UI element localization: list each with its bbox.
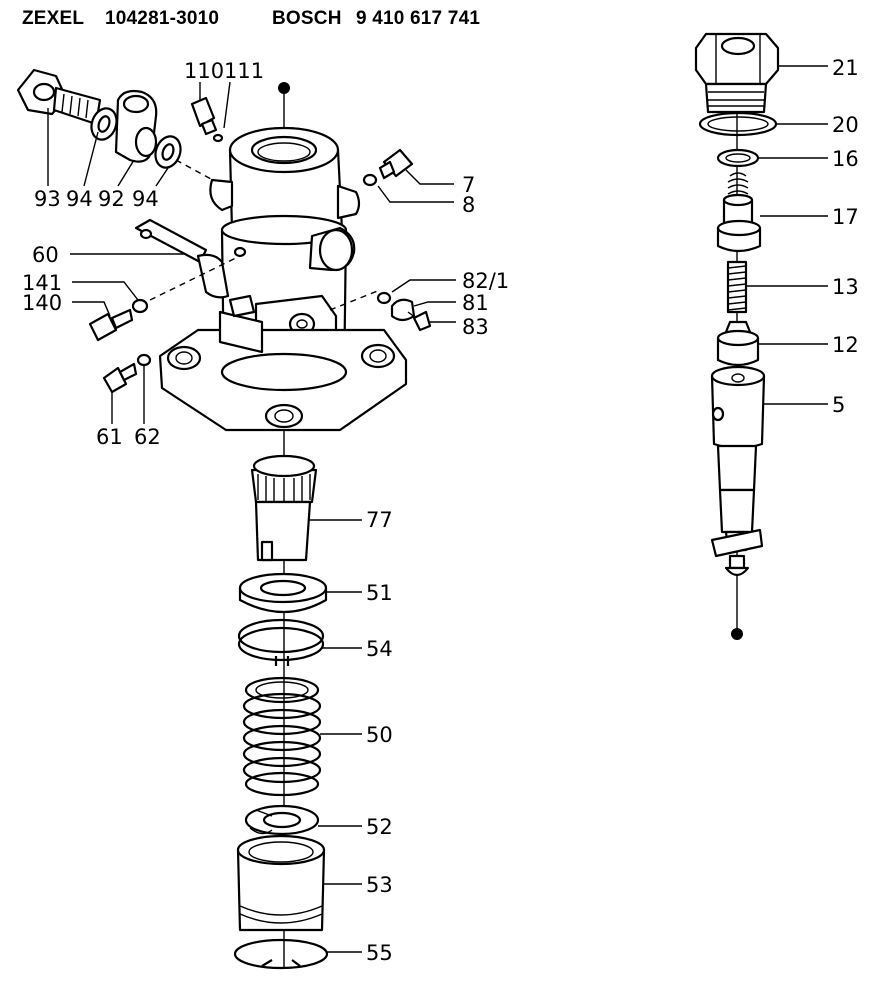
label-20: 20 [832,113,859,137]
label-94a: 94 [66,187,93,211]
ring-16 [716,148,760,168]
spring-seat-52 [244,804,320,836]
header-brand-zexel: ZEXEL [22,8,85,29]
valve-seat-12 [716,320,760,367]
label-82-1: 82/1 [462,269,509,293]
header-part-bosch: 9 410 617 741 [356,8,481,29]
plate-81 [390,298,416,322]
header-brand-bosch: BOSCH [272,8,342,29]
label-7: 7 [462,173,475,197]
label-60: 60 [32,243,59,267]
reference-dot-bottom [731,628,743,640]
label-140: 140 [22,291,62,315]
label-5: 5 [832,393,845,417]
label-21: 21 [832,56,859,80]
label-53: 53 [366,873,393,897]
label-51: 51 [366,581,393,605]
label-93: 93 [34,187,61,211]
spring-seat-51 [238,572,328,614]
label-16: 16 [832,147,859,171]
washer-141 [131,298,149,314]
label-54: 54 [366,637,393,661]
axis-line-81 [329,289,381,311]
valve-holder-21 [694,32,780,114]
screw-61 [102,362,138,394]
spring-13 [726,260,748,314]
bleed-screw-110 [190,96,218,136]
reference-dot-top [278,82,290,94]
label-17: 17 [832,205,859,229]
screw-140 [88,308,134,342]
label-110: 110 [184,59,224,83]
label-13: 13 [832,275,859,299]
lever-60 [134,218,230,299]
washer-94-left [90,107,118,141]
label-52: 52 [366,815,393,839]
label-50: 50 [366,723,393,747]
leader-7 [405,169,454,185]
delivery-valve-17 [716,172,762,253]
washer-111 [212,133,224,143]
label-8: 8 [462,193,475,217]
leader-94b [155,167,169,187]
label-141: 141 [22,271,62,295]
leader-141 [72,281,139,301]
label-92: 92 [98,187,125,211]
washer-94-right [154,135,182,169]
clamp-plate [218,310,264,354]
gasket-20 [698,111,778,137]
washer-62 [136,353,152,367]
leader-94a [83,131,99,187]
leader-140 [72,301,111,317]
header-part-zexel: 104281-3010 [105,8,220,29]
label-55: 55 [366,941,393,965]
snap-ring-55 [233,938,329,970]
label-83: 83 [462,315,489,339]
tappet-53 [236,834,326,932]
label-81: 81 [462,291,489,315]
leader-111 [223,81,231,129]
shim-54 [237,618,325,666]
label-12: 12 [832,333,859,357]
screw-7 [378,148,414,180]
plunger-barrel-5 [710,365,766,577]
pump-housing [158,126,408,432]
clamp-screw [228,294,256,318]
washer-8 [362,173,378,187]
banjo-bolt-93 [16,68,102,126]
leader-92 [117,159,135,187]
banjo-fitting-92 [114,89,158,163]
leader-82-1 [391,279,456,293]
washer-82-1 [376,291,392,305]
leader-81 [413,301,456,307]
label-61: 61 [96,425,123,449]
screw-83 [407,310,432,332]
label-94b: 94 [132,187,159,211]
label-111: 111 [224,59,264,83]
spring-50 [242,676,322,797]
label-62: 62 [134,425,161,449]
control-sleeve-77 [250,454,318,562]
label-77: 77 [366,508,393,532]
leader-8 [377,185,454,203]
